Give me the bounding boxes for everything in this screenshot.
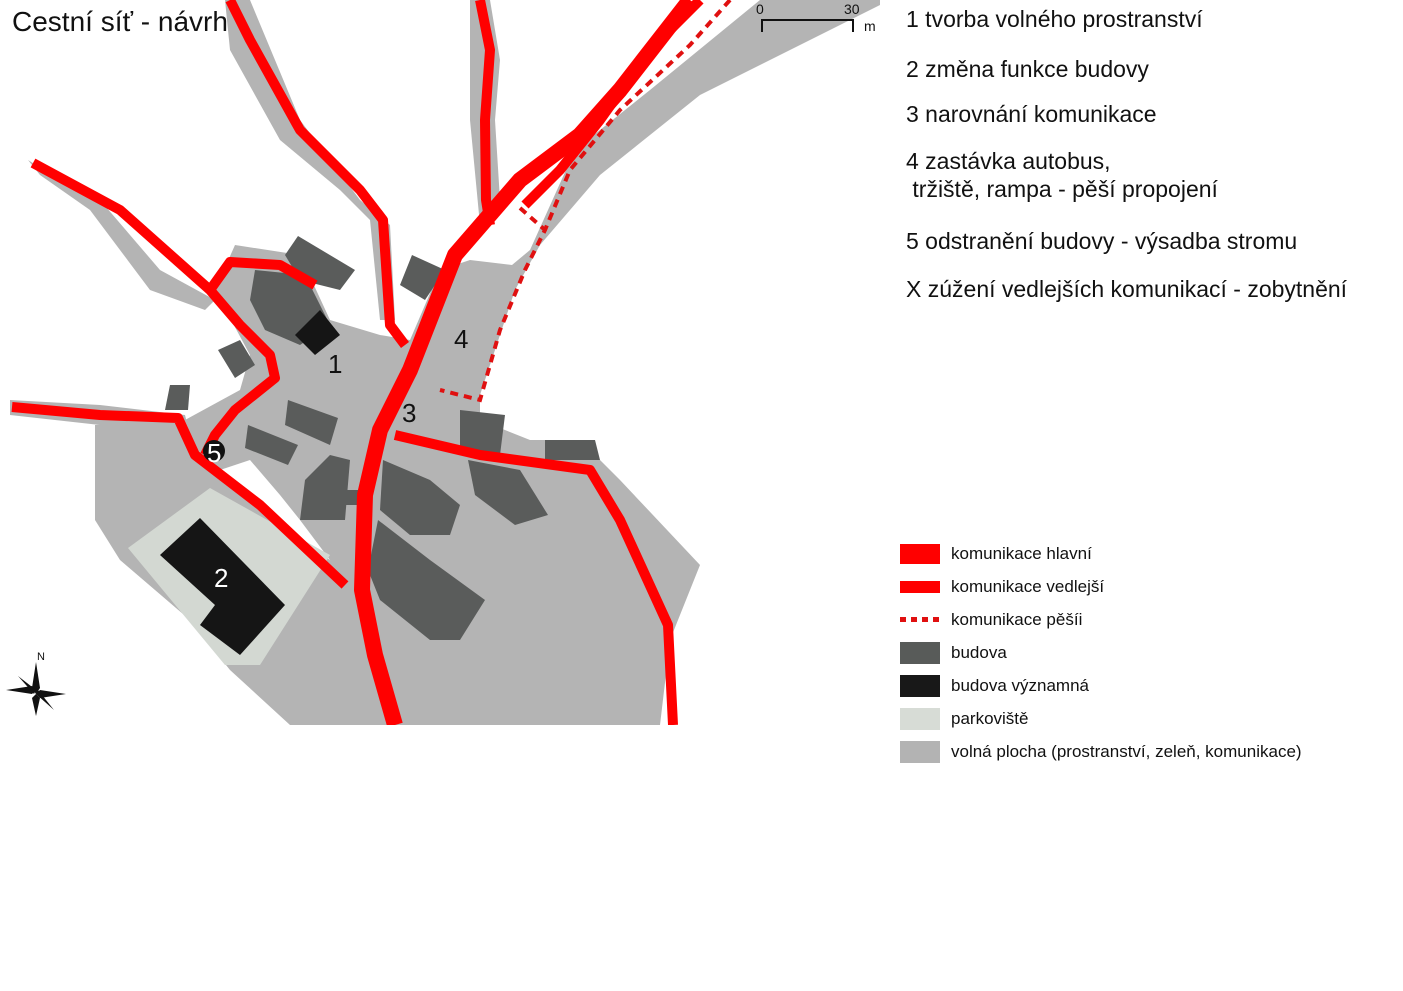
legend-label: komunikace vedlejší (951, 577, 1105, 596)
map-label-3: 3 (402, 398, 416, 428)
page-title: Cestní síť - návrh (12, 6, 228, 37)
note-item: 5 odstranění budovy - výsadba stromu (906, 228, 1298, 254)
scale-max-label: 30 (844, 1, 860, 17)
main-road (354, 0, 704, 725)
significant-buildings (160, 310, 340, 655)
village-map: 1 2 3 4 5 0 30 m N (6, 0, 880, 725)
north-arrow-icon (6, 662, 66, 716)
note-item: 2 změna funkce budovy (906, 56, 1149, 82)
buildings (165, 236, 600, 640)
red-line-icon (900, 576, 940, 598)
map-label-4: 4 (454, 324, 468, 354)
legend-item: volná plocha (prostranství, zeleň, komun… (900, 738, 1400, 766)
legend-label: parkoviště (951, 709, 1029, 728)
tree-marker (203, 440, 225, 462)
pedestrian-path (439, 0, 732, 403)
dotted-red-line-icon (900, 609, 940, 631)
scale-bar (761, 19, 854, 32)
legend-label: volná plocha (prostranství, zeleň, komun… (951, 742, 1302, 761)
scale-unit-label: m (864, 18, 876, 34)
note-item: X zúžení vedlejších komunikací - zobytně… (906, 276, 1348, 302)
legend-label: komunikace pěšíi (951, 610, 1083, 629)
legend-item: budova (900, 639, 1400, 667)
legend-label: budova (951, 643, 1007, 662)
legend-item: komunikace pěšíi (900, 606, 1400, 634)
map-label-5: 5 (207, 438, 221, 468)
legend-item: komunikace vedlejší (900, 573, 1400, 601)
scale-min-label: 0 (756, 1, 764, 17)
black-square-icon (900, 675, 940, 697)
map-label-1: 1 (328, 349, 342, 379)
map-label-2: 2 (214, 563, 228, 593)
north-label: N (37, 651, 45, 663)
dark-gray-square-icon (900, 642, 940, 664)
legend-item: budova významná (900, 672, 1400, 700)
legend-item: parkoviště (900, 705, 1400, 733)
gray-square-icon (900, 741, 940, 763)
note-item: 4 zastávka autobus, tržiště, rampa - pěš… (906, 148, 1218, 202)
thick-red-line-icon (900, 543, 940, 565)
note-item: 1 tvorba volného prostranství (906, 6, 1203, 32)
note-item: 3 narovnání komunikace (906, 101, 1157, 127)
legend-label: komunikace hlavní (951, 544, 1092, 563)
legend-item: komunikace hlavní (900, 540, 1400, 568)
legend-label: budova významná (951, 676, 1089, 695)
light-gray-square-icon (900, 708, 940, 730)
secondary-roads (11, 0, 678, 725)
